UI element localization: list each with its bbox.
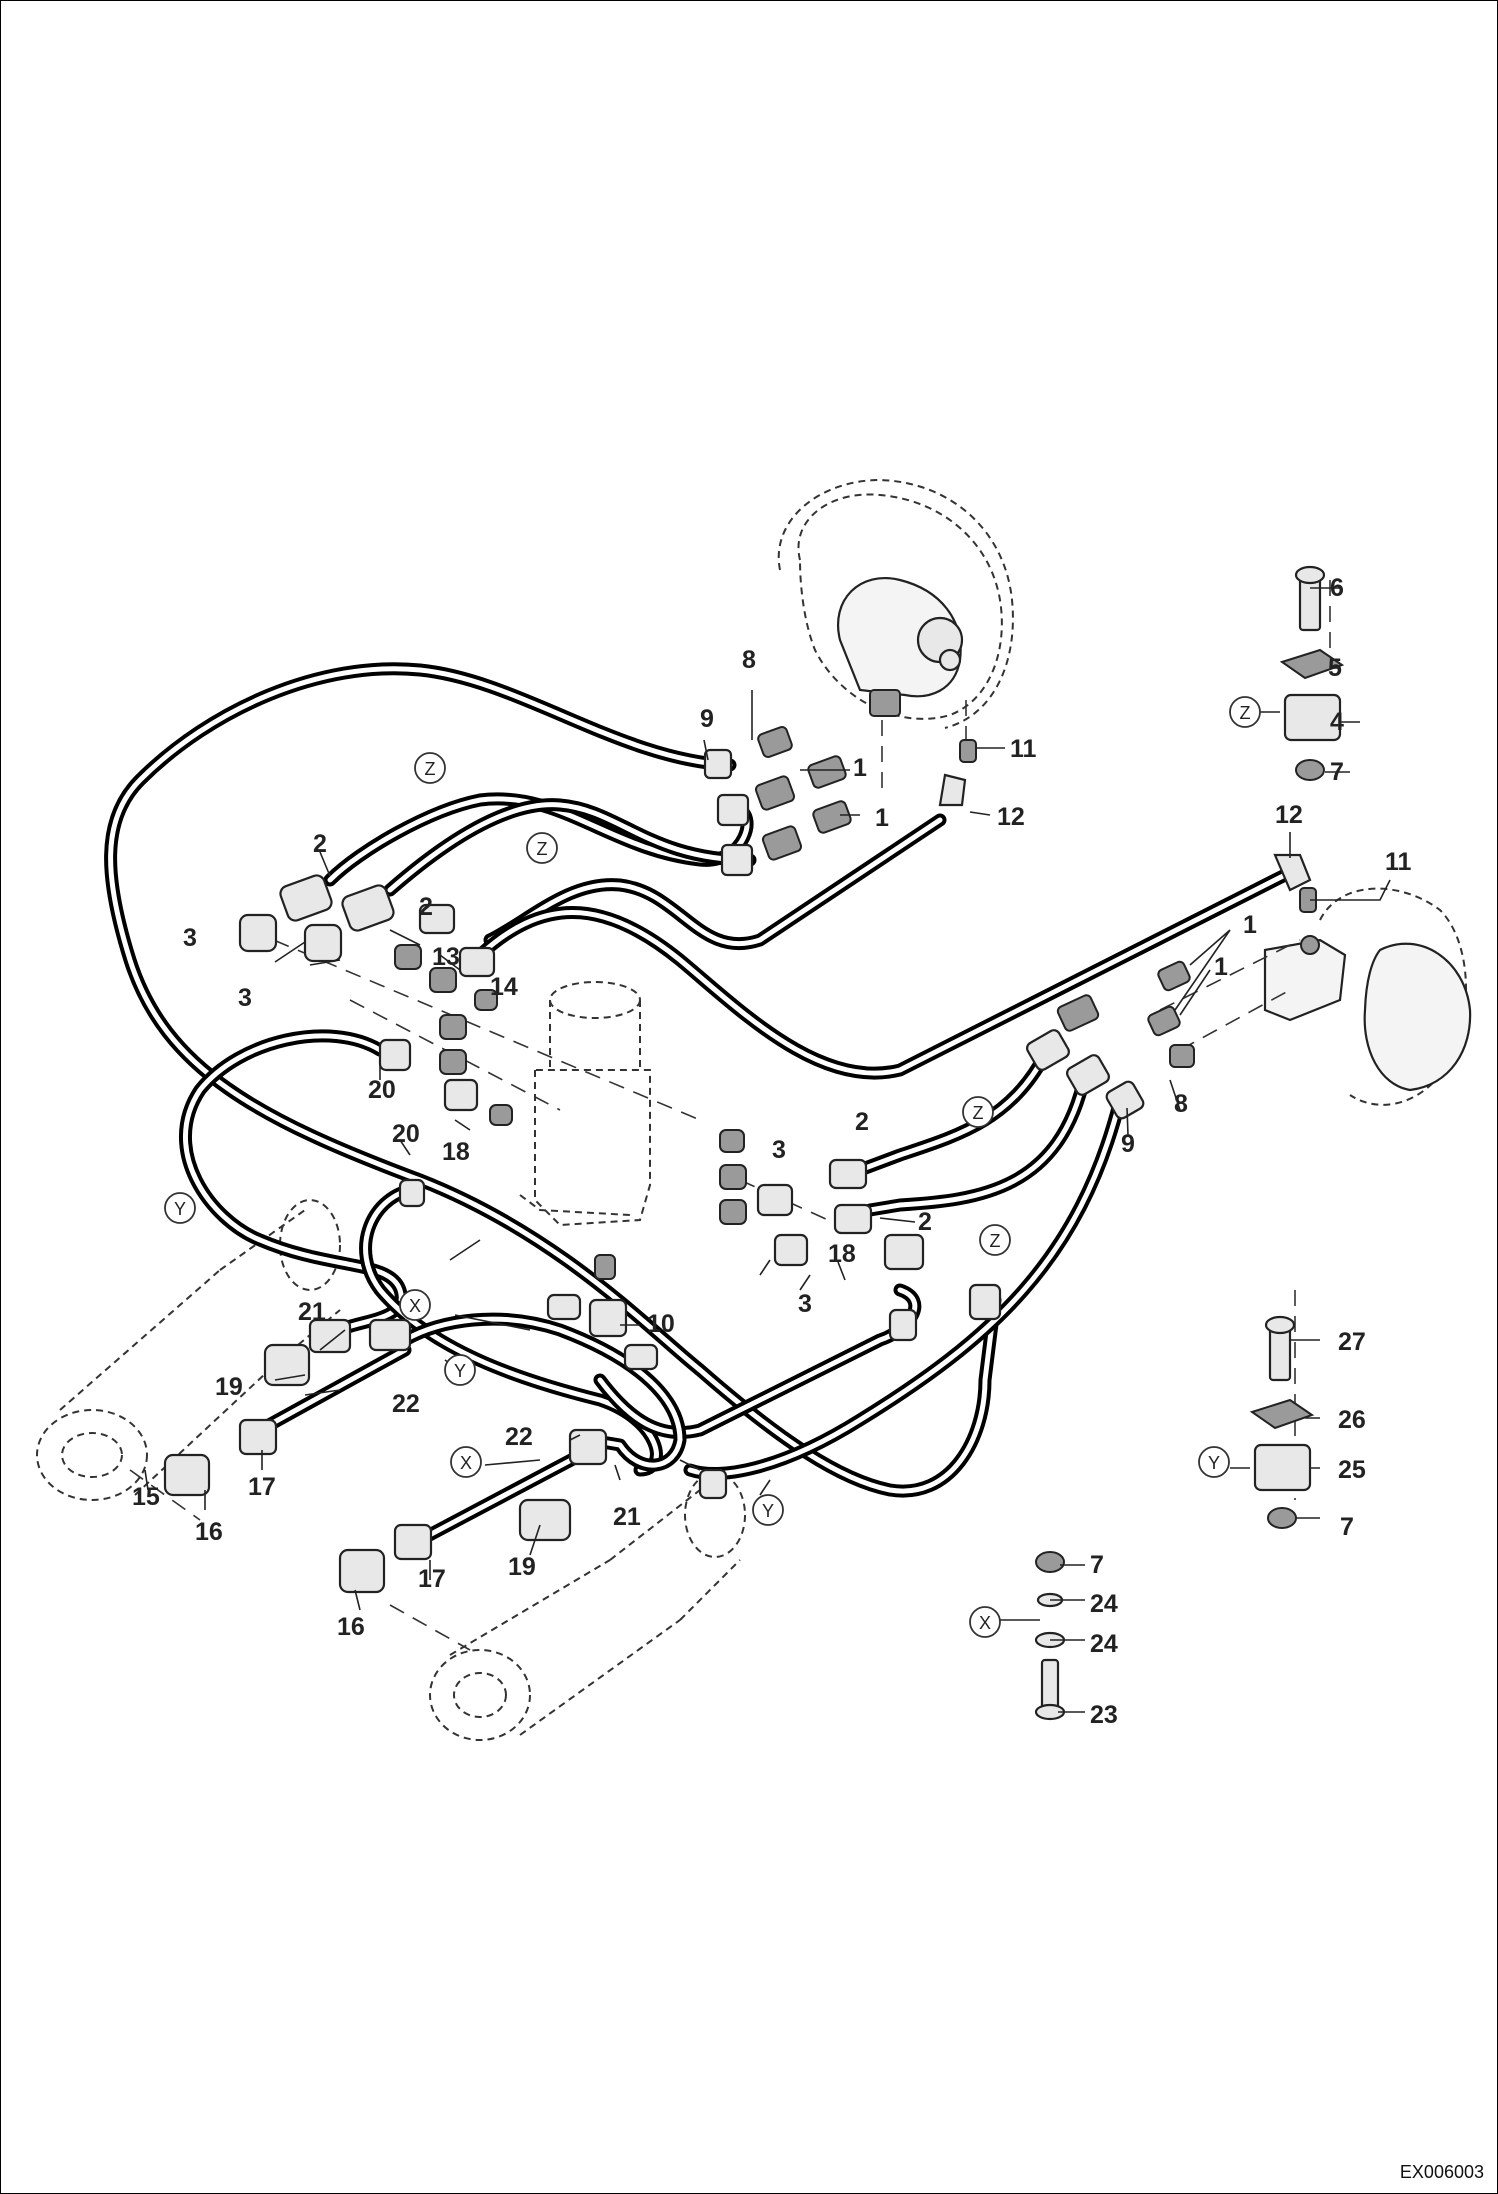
callout-label: 24 [1090, 1590, 1118, 1618]
callout-label: 7 [1330, 758, 1344, 786]
svg-text:Z: Z [973, 1103, 984, 1123]
callout-label: 5 [1328, 654, 1342, 682]
callout-label: 20 [392, 1120, 420, 1148]
callout-label: 1 [1243, 911, 1257, 939]
callout-label: 14 [490, 973, 518, 1001]
callout-label: 17 [248, 1473, 276, 1501]
callout-label: 1 [875, 804, 889, 832]
callout-label: 1 [1214, 953, 1228, 981]
swivel-joint [519, 981, 651, 1227]
callout-label: 18 [828, 1240, 856, 1268]
callout-label: 26 [1338, 1406, 1366, 1434]
ref-marker-y: Y [752, 1494, 784, 1526]
reference-markers: Z Z Z Z Z Y Y Y [164, 696, 1261, 1638]
svg-text:Y: Y [174, 1199, 186, 1219]
diagram-code: EX006003 [1400, 2162, 1484, 2182]
callout-label: 2 [419, 893, 433, 921]
callout-label: 20 [368, 1076, 396, 1104]
callout-label: 24 [1090, 1630, 1118, 1658]
fittings [163, 726, 1317, 1594]
callout-label: 2 [918, 1208, 932, 1236]
svg-text:Y: Y [454, 1361, 466, 1381]
callout-label: 8 [742, 646, 756, 674]
hoses [104, 662, 1292, 1547]
ref-marker-z: Z [526, 832, 558, 864]
callout-labels: 1 1 1 1 2 2 2 2 3 3 3 3 4 5 6 7 7 7 8 8 … [132, 574, 1412, 1729]
svg-text:Z: Z [990, 1231, 1001, 1251]
ref-marker-x: X [450, 1446, 482, 1478]
callout-label: 6 [1330, 574, 1344, 602]
callout-label: 27 [1338, 1328, 1366, 1356]
detail-stack-x [1034, 1551, 1066, 1721]
alignment-lines [129, 580, 1331, 1651]
ref-marker-y: Y [164, 1192, 196, 1224]
callout-label: 3 [798, 1290, 812, 1318]
callout-label: 9 [700, 705, 714, 733]
callout-label: 21 [613, 1503, 641, 1531]
callout-label: 7 [1340, 1513, 1354, 1541]
callout-label: 8 [1174, 1090, 1188, 1118]
callout-label: 16 [337, 1613, 365, 1641]
callout-label: 11 [1010, 735, 1037, 763]
ref-marker-y: Y [1198, 1446, 1230, 1478]
ref-marker-z: Z [1229, 696, 1261, 728]
callout-label: 13 [432, 943, 460, 971]
callout-label: 21 [298, 1298, 326, 1326]
callout-label: 22 [392, 1390, 420, 1418]
callout-label: 11 [1385, 848, 1412, 876]
callout-label: 12 [1275, 801, 1303, 829]
svg-text:Y: Y [1208, 1453, 1220, 1473]
callout-label: 19 [508, 1553, 536, 1581]
detail-stack-z [1279, 565, 1345, 781]
callout-label: 16 [195, 1518, 223, 1546]
detail-stack-y [1249, 1315, 1315, 1529]
callout-label: 9 [1121, 1130, 1135, 1158]
svg-text:Z: Z [425, 759, 436, 779]
svg-text:Z: Z [1240, 703, 1251, 723]
leader-lines [144, 587, 1391, 1713]
callout-label: 3 [238, 984, 252, 1012]
svg-text:Y: Y [762, 1501, 774, 1521]
callout-label: 12 [997, 803, 1025, 831]
callout-label: 15 [132, 1483, 160, 1511]
callout-label: 22 [505, 1423, 533, 1451]
callout-label: 10 [647, 1310, 675, 1338]
callout-label: 18 [442, 1138, 470, 1166]
callout-label: 2 [855, 1108, 869, 1136]
callout-label: 3 [772, 1136, 786, 1164]
callout-label: 7 [1090, 1551, 1104, 1579]
callout-label: 4 [1330, 708, 1344, 736]
svg-text:X: X [979, 1613, 991, 1633]
callout-label: 19 [215, 1373, 243, 1401]
sprocket-top [777, 478, 1014, 729]
ref-marker-y: Y [444, 1354, 476, 1386]
ref-marker-z: Z [979, 1224, 1011, 1256]
callout-label: 1 [853, 754, 867, 782]
ref-marker-x: X [969, 1606, 1001, 1638]
sprocket-right [1263, 887, 1472, 1106]
ref-marker-z: Z [414, 752, 446, 784]
svg-text:X: X [460, 1453, 472, 1473]
svg-text:Z: Z [537, 839, 548, 859]
callout-label: 23 [1090, 1701, 1118, 1729]
svg-text:X: X [409, 1296, 421, 1316]
callout-label: 2 [313, 830, 327, 858]
ref-marker-x: X [399, 1289, 431, 1321]
callout-label: 17 [418, 1565, 446, 1593]
callout-label: 3 [183, 924, 197, 952]
callout-label: 25 [1338, 1456, 1366, 1484]
ref-marker-z: Z [962, 1096, 994, 1128]
